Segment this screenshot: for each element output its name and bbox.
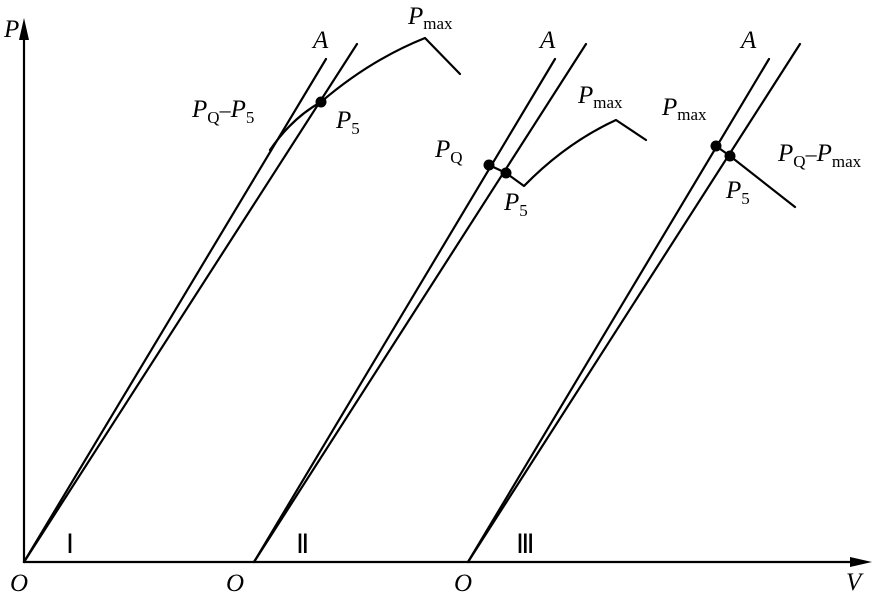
case-1-p5-label: P5: [335, 107, 360, 138]
case-3-origin-label: O: [454, 570, 472, 595]
case-1-pmax-label: Pmax: [407, 3, 453, 33]
axes: P V: [3, 16, 872, 595]
case-2: O Ⅱ A Pmax PQ P5: [226, 27, 648, 595]
case-2-pmax-label: Pmax: [577, 82, 623, 112]
case-3-line-a: [466, 57, 771, 564]
v-axis-label: V: [846, 569, 864, 595]
case-1-roman-label: Ⅰ: [66, 529, 74, 559]
case-3-pmax-dot: [710, 140, 722, 152]
case-3-pq-pmax-label: PQ–Pmax: [777, 140, 862, 171]
case-1: O Ⅰ A Pmax PQ–P5 P5: [10, 3, 462, 595]
v-axis-arrow: [850, 557, 872, 567]
case-2-roman-label: Ⅱ: [296, 529, 309, 559]
case-2-pressure-curve: [487, 118, 648, 188]
case-1-p5-dot: [315, 96, 327, 108]
case-3-pmax-label: Pmax: [661, 94, 707, 124]
case-2-pq-label: PQ: [434, 136, 463, 167]
case-1-pq-p5-label: PQ–P5: [191, 96, 254, 127]
case-2-line-a: [252, 57, 557, 564]
case-2-p5-label: P5: [503, 189, 528, 220]
case-3-line-label: A: [739, 27, 757, 54]
case-2-line-b: [252, 42, 588, 564]
case-3: O Ⅲ A Pmax PQ–Pmax P5: [454, 27, 862, 595]
case-2-origin-label: O: [226, 570, 244, 595]
p-axis-arrow: [19, 18, 29, 40]
case-2-p5-dot: [500, 167, 512, 179]
case-2-pq-dot: [483, 159, 495, 171]
case-3-p5-dot: [724, 150, 736, 162]
p-axis-label: P: [3, 16, 19, 43]
case-2-line-label: A: [538, 27, 556, 54]
case-1-origin-label: O: [10, 570, 28, 595]
case-3-roman-label: Ⅲ: [516, 529, 535, 559]
case-1-pressure-curve: [268, 36, 462, 152]
case-1-line-label: A: [311, 27, 329, 54]
case-1-line-b: [22, 42, 359, 564]
case-3-line-b: [466, 42, 802, 564]
case-3-p5-label: P5: [725, 177, 750, 208]
